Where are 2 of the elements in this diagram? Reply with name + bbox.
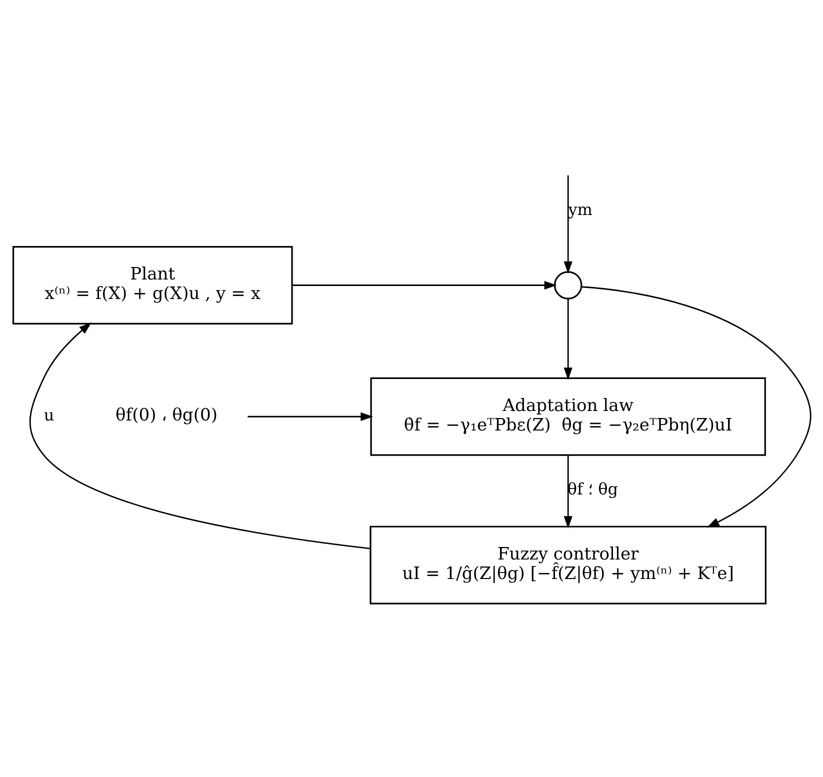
edge-label: u bbox=[43, 404, 54, 424]
node-text: θf(0) ، θg(0) bbox=[115, 405, 218, 426]
